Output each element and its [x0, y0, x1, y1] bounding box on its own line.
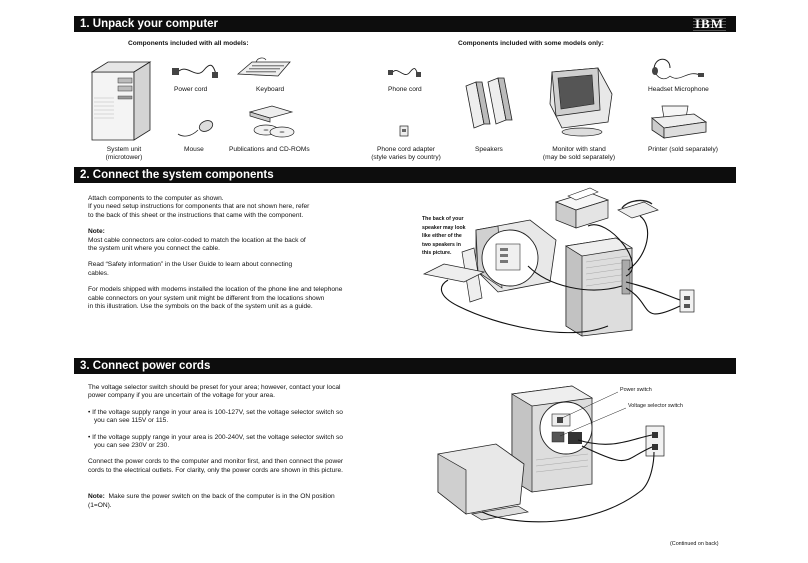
printer-label: Printer (sold separately): [648, 146, 718, 154]
mouse-label: Mouse: [184, 146, 204, 153]
monitor-sublabel: (may be sold separately): [542, 154, 616, 161]
phone-cord-illustration: [388, 68, 421, 77]
s2-note-line-2: the system unit where you connect the ca…: [88, 245, 220, 253]
publications-illustration: [248, 105, 295, 138]
s3-bullet-1-line-2: you can see 115V or 115.: [94, 417, 169, 425]
section-2-header: 2. Connect the system components: [74, 167, 736, 183]
callout-line-3: like either of the: [422, 233, 462, 239]
callout-line-2: speaker may look: [422, 224, 466, 231]
printer-label-name: Printer: [648, 146, 668, 153]
system-unit-sublabel: (microtower): [105, 154, 143, 161]
headset-illustration: [652, 58, 704, 80]
all-models-heading: Components included with all models:: [128, 40, 249, 47]
phone-cord-label: Phone cord: [388, 86, 422, 93]
section-3-header: 3. Connect power cords: [74, 358, 736, 374]
ibm-logo: IBM: [693, 16, 726, 32]
s2-line-3: to the back of this sheet or the instruc…: [88, 211, 304, 219]
connection-illustration: [422, 187, 695, 337]
continued-note: (Continued on back): [670, 541, 719, 547]
publications-label: Publications and CD-ROMs: [229, 146, 310, 153]
some-models-heading: Components included with some models onl…: [458, 40, 604, 47]
keyboard-label: Keyboard: [256, 86, 285, 93]
s3-bullet-2-line-1: • If the voltage supply range in your ar…: [88, 433, 343, 441]
s2-note-line-1: Most cable connectors are color-coded to…: [88, 236, 306, 244]
section-2-title: 2. Connect the system components: [80, 169, 274, 181]
s3-note-label: Note:: [88, 493, 105, 501]
system-unit-illustration: [90, 61, 152, 141]
headset-label: Headset Microphone: [648, 86, 709, 93]
section-1-header: 1. Unpack your computer IBM: [74, 16, 736, 32]
phone-adapter-label: Phone cord adapter: [377, 146, 435, 153]
callout-line-5: this picture.: [422, 250, 452, 256]
power-cords-illustration: [437, 385, 665, 523]
s2-line-1: Attach components to the computer as sho…: [88, 195, 224, 202]
s3-note-line-1: Make sure the power switch on the back o…: [108, 493, 335, 501]
s3-line-1: The voltage selector switch should be pr…: [88, 384, 341, 391]
s3-bullet-2-line-2: you can see 230V or 230.: [94, 442, 170, 450]
system-unit-label: System unit: [106, 146, 142, 153]
power-cord-label: Power cord: [174, 86, 208, 93]
printer-illustration: [651, 105, 708, 139]
power-switch-label: Power switch: [620, 387, 652, 393]
speakers-label: Speakers: [475, 146, 503, 153]
s3-connect-line-2: cords to the electrical outlets. For cla…: [88, 466, 343, 474]
s2-modem-line-1: For models shipped with modems installed…: [88, 286, 343, 294]
s3-line-2: power company if you are uncertain of th…: [88, 392, 275, 400]
section-2-text: Attach components to the computer as sho…: [88, 195, 388, 317]
s2-modem-line-3: in this illustration. Use the symbols on…: [88, 303, 313, 311]
monitor-label: Monitor with stand: [552, 146, 606, 153]
s2-safety-line-2: cables.: [88, 269, 109, 277]
voltage-switch-label: Voltage selector switch: [628, 403, 683, 409]
section-1-title: 1. Unpack your computer: [80, 18, 219, 30]
s2-note-label: Note:: [88, 228, 105, 236]
s3-connect-line-1: Connect the power cords to the computer …: [88, 458, 344, 466]
s2-line-2: If you need setup instructions for compo…: [88, 203, 310, 211]
s3-note-line-2: (1=ON).: [88, 501, 112, 509]
keyboard-illustration: [236, 57, 291, 77]
s2-modem-line-2: cable connectors on your system unit mig…: [88, 294, 325, 302]
printer-label-note: (sold separately): [669, 146, 719, 153]
s3-bullet-1-line-1: • If the voltage supply range in your ar…: [88, 408, 343, 416]
power-cord-illustration: [172, 64, 218, 78]
s2-safety-line-1: Read “Safety information” in the User Gu…: [88, 261, 293, 269]
phone-adapter-sublabel: (style varies by country): [371, 154, 441, 161]
mouse-illustration: [177, 120, 214, 137]
monitor-illustration: [549, 67, 613, 137]
callout-line-1: The back of your: [422, 216, 464, 222]
section-3-text: The voltage selector switch should be pr…: [88, 384, 388, 516]
section-3-title: 3. Connect power cords: [80, 360, 211, 372]
phone-adapter-illustration: [399, 125, 409, 137]
speakers-illustration: [465, 77, 513, 129]
speaker-callout: The back of your speaker may look like e…: [422, 215, 466, 258]
callout-line-4: two speakers in: [422, 241, 461, 248]
